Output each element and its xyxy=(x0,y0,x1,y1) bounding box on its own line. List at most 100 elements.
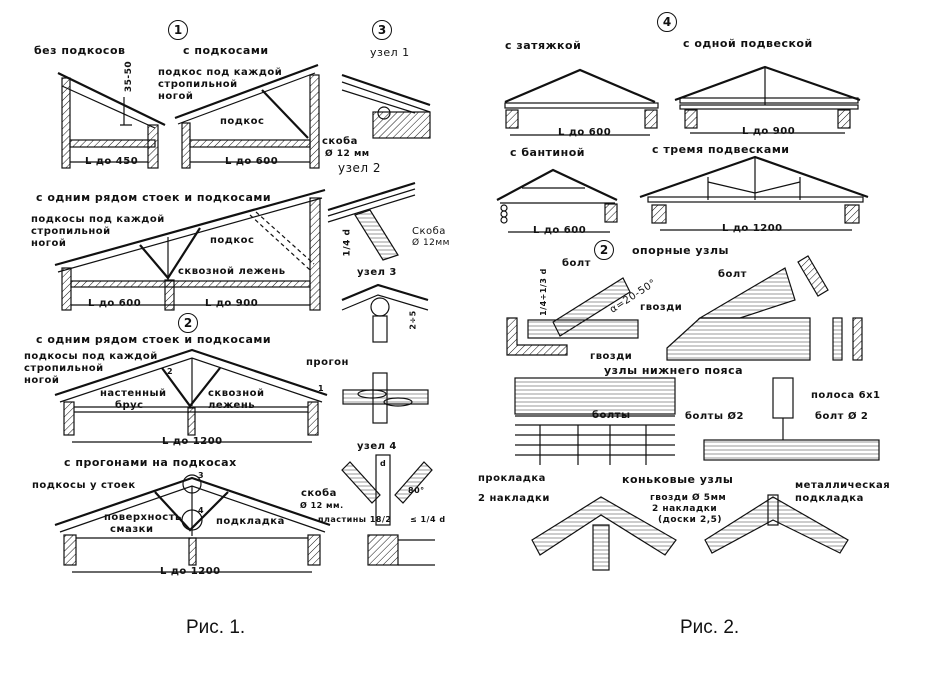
node-title: узел 3 xyxy=(357,267,397,278)
spacer-label: прокладка xyxy=(478,473,546,484)
note-text: подкосы у стоек xyxy=(32,480,136,491)
span-dimension: L до 600 xyxy=(225,156,279,167)
wall-left xyxy=(63,534,77,566)
floor-beam xyxy=(189,139,311,148)
node-1-drawing xyxy=(341,73,431,139)
node-mark: 4 xyxy=(198,506,205,515)
beam-label: лежень xyxy=(208,400,256,411)
section-title: с затяжкой xyxy=(505,39,582,52)
staple-diameter: Ø 12мм xyxy=(412,238,450,248)
span-dimension: L до 600 xyxy=(88,298,142,309)
surface-label: поверхность xyxy=(104,512,182,523)
rafter xyxy=(174,63,319,120)
figure-number-circle: 2 xyxy=(594,240,614,260)
node-title: узел 2 xyxy=(338,161,381,175)
section-title: с одним рядом стоек и подкосами xyxy=(36,333,272,346)
height-dimension: 35-50 xyxy=(124,60,135,93)
span-dimension: L до 450 xyxy=(85,156,139,167)
dimension-label: 1/4÷1/3 d xyxy=(538,268,548,316)
dimension-label: ≤ 1/4 d xyxy=(410,515,446,524)
section-title: узлы нижнего пояса xyxy=(604,364,744,377)
node-mark: 2 xyxy=(167,367,174,376)
wall-right xyxy=(307,534,321,566)
rafters xyxy=(54,476,331,527)
purlin-label: прогон xyxy=(306,357,349,368)
pad-label: подкладка xyxy=(216,516,285,527)
boards-label: (доски 2,5) xyxy=(658,515,723,525)
diagram-no-struts xyxy=(57,72,166,169)
truss-three-hangers xyxy=(639,155,869,231)
diagram-with-struts xyxy=(174,63,320,169)
node-title: узел 1 xyxy=(370,46,410,59)
diagram-gable-one-row xyxy=(54,348,328,443)
span-dimension: L до 600 xyxy=(558,127,612,138)
node-3-drawing xyxy=(341,283,429,424)
section-title: с одним рядом стоек и подкосами xyxy=(36,191,272,204)
node-2-drawing xyxy=(327,181,416,261)
note-text: подкосы под каждой xyxy=(24,351,158,362)
bolts-label: болты Ø2 xyxy=(685,411,744,422)
truss-one-hanger xyxy=(674,65,861,134)
ridge-nodes xyxy=(531,494,849,571)
note-text: ногой xyxy=(24,375,60,386)
wall-right xyxy=(309,74,320,169)
support-node-left xyxy=(506,277,639,356)
figure-number-circle: 1 xyxy=(168,20,188,40)
truss-tie xyxy=(504,68,659,136)
section-title: без подкосов xyxy=(34,44,126,57)
span-dimension: L до 600 xyxy=(533,225,587,236)
bolt-label: болт Ø 2 xyxy=(815,411,869,422)
section-title: с одной подвеской xyxy=(683,37,813,50)
overlays-label: 2 накладки xyxy=(652,504,718,514)
note-text: стропильной xyxy=(31,226,111,237)
bolts-label: болты xyxy=(592,410,631,421)
diagram-purlins xyxy=(54,474,331,573)
surface-label: смазки xyxy=(110,524,154,535)
dimension-label: 2÷5 xyxy=(408,310,418,330)
section-title: с тремя подвесками xyxy=(652,143,790,156)
node-4-drawing xyxy=(341,454,435,566)
span-dimension: L до 1200 xyxy=(722,223,783,234)
truss-collar xyxy=(496,168,618,233)
floor-beam xyxy=(69,139,156,148)
center-support xyxy=(188,537,197,566)
overlays-label: 2 накладки xyxy=(478,493,550,504)
node-mark: 3 xyxy=(198,471,205,480)
dimension-label: d xyxy=(380,459,387,468)
section-title: коньковые узлы xyxy=(622,473,734,486)
note-text: подкосы под каждой xyxy=(31,214,165,225)
post-support xyxy=(164,279,175,311)
rafter xyxy=(54,188,326,267)
strut-label: подкос xyxy=(220,116,265,127)
note-text: стропильной xyxy=(158,79,238,90)
figure-number-circle: 4 xyxy=(657,12,677,32)
node-title: узел 4 xyxy=(357,441,397,452)
strut xyxy=(261,89,309,139)
note-text: стропильной xyxy=(24,363,104,374)
note-text: ногой xyxy=(158,91,194,102)
dimension-label: 1/4 d xyxy=(342,228,353,257)
angle-label: 80° xyxy=(408,486,425,495)
section-title: с бантиной xyxy=(510,146,586,159)
note-text: ногой xyxy=(31,238,67,249)
wall-left xyxy=(61,267,72,311)
floor-beam xyxy=(70,280,311,288)
nails-label: гвозди xyxy=(640,302,683,313)
wall-beam-label: брус xyxy=(115,400,144,411)
bolt-label: болт xyxy=(562,258,591,269)
figure-caption: Рис. 1. xyxy=(186,617,246,638)
center-support xyxy=(187,407,196,436)
nails-label: гвозди xyxy=(590,351,633,362)
beam-label: сквозной xyxy=(208,388,265,399)
node-mark: 1 xyxy=(318,384,325,393)
metal-pad-label: металлическая xyxy=(795,480,891,491)
section-title: с прогонами на подкосах xyxy=(64,456,237,469)
wall-right xyxy=(309,197,321,311)
section-title: с подкосами xyxy=(183,44,269,57)
diagram-one-row xyxy=(54,188,326,311)
wall-right xyxy=(307,401,319,436)
struts xyxy=(139,227,201,280)
metal-pad-label: подкладка xyxy=(795,493,864,504)
rafter xyxy=(57,72,166,126)
section-title: опорные узлы xyxy=(632,244,729,257)
